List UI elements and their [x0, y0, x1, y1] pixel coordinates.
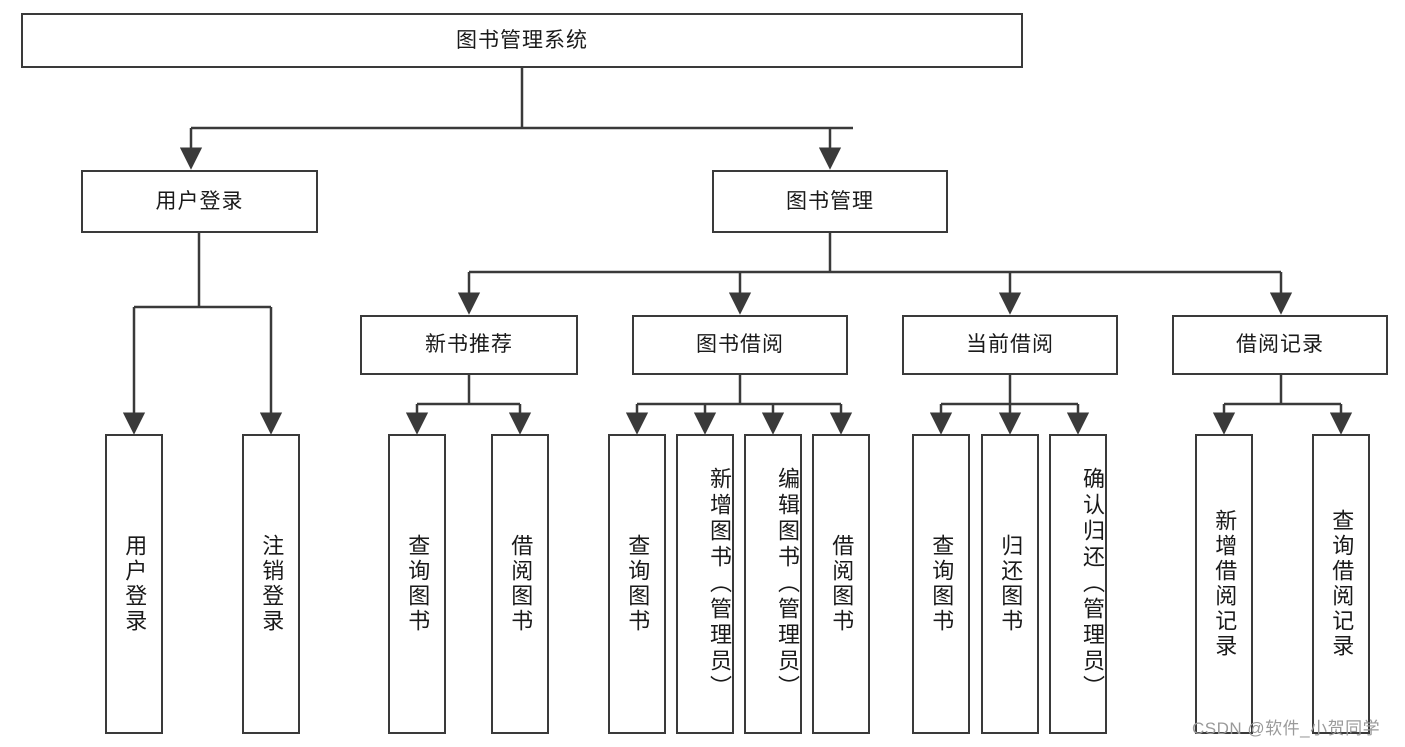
node-label: 新增图书（管理员）	[707, 467, 732, 701]
node-label: 用户登录	[155, 189, 244, 213]
leaf-current-borrow-confirm-return[interactable]: 确认归还（管理员）	[1049, 434, 1107, 734]
node-label: 图书管理系统	[456, 28, 588, 52]
node-label: 编辑图书（管理员）	[775, 467, 800, 701]
node-current-borrow[interactable]: 当前借阅	[902, 315, 1118, 375]
leaf-current-borrow-return[interactable]: 归还图书	[981, 434, 1039, 734]
leaf-borrow-record-add[interactable]: 新增借阅记录	[1195, 434, 1253, 734]
leaf-book-borrow-add[interactable]: 新增图书（管理员）	[676, 434, 734, 734]
leaf-book-borrow-borrow[interactable]: 借阅图书	[812, 434, 870, 734]
leaf-current-borrow-query[interactable]: 查询图书	[912, 434, 970, 734]
node-label: 查询图书	[405, 534, 431, 634]
node-label: 图书管理	[786, 189, 874, 213]
node-borrow-record[interactable]: 借阅记录	[1172, 315, 1388, 375]
node-label: 注销登录	[259, 534, 285, 634]
node-label: 借阅图书	[508, 534, 534, 634]
node-label: 用户登录	[122, 534, 148, 634]
leaf-new-book-borrow[interactable]: 借阅图书	[491, 434, 549, 734]
node-label: 确认归还（管理员）	[1080, 467, 1105, 701]
node-label: 查询图书	[929, 534, 955, 634]
node-book-borrow[interactable]: 图书借阅	[632, 315, 848, 375]
leaf-book-borrow-query[interactable]: 查询图书	[608, 434, 666, 734]
leaf-book-borrow-edit[interactable]: 编辑图书（管理员）	[744, 434, 802, 734]
leaf-user-login-logout[interactable]: 注销登录	[242, 434, 300, 734]
node-label: 借阅记录	[1236, 333, 1324, 357]
node-book-management[interactable]: 图书管理	[712, 170, 948, 233]
node-label: 借阅图书	[829, 534, 855, 634]
node-root-library-system[interactable]: 图书管理系统	[21, 13, 1023, 68]
node-label: 新增借阅记录	[1212, 509, 1238, 659]
leaf-user-login-login[interactable]: 用户登录	[105, 434, 163, 734]
node-new-book-recommend[interactable]: 新书推荐	[360, 315, 578, 375]
node-label: 查询借阅记录	[1329, 509, 1355, 659]
node-label: 新书推荐	[425, 333, 513, 357]
node-label: 查询图书	[625, 534, 651, 634]
leaf-new-book-query[interactable]: 查询图书	[388, 434, 446, 734]
leaf-borrow-record-query[interactable]: 查询借阅记录	[1312, 434, 1370, 734]
node-user-login[interactable]: 用户登录	[81, 170, 318, 233]
node-label: 当前借阅	[966, 333, 1054, 357]
csdn-watermark: CSDN @软件_小贺同学	[1192, 719, 1381, 738]
node-label: 图书借阅	[696, 333, 784, 357]
node-label: 归还图书	[998, 534, 1024, 634]
